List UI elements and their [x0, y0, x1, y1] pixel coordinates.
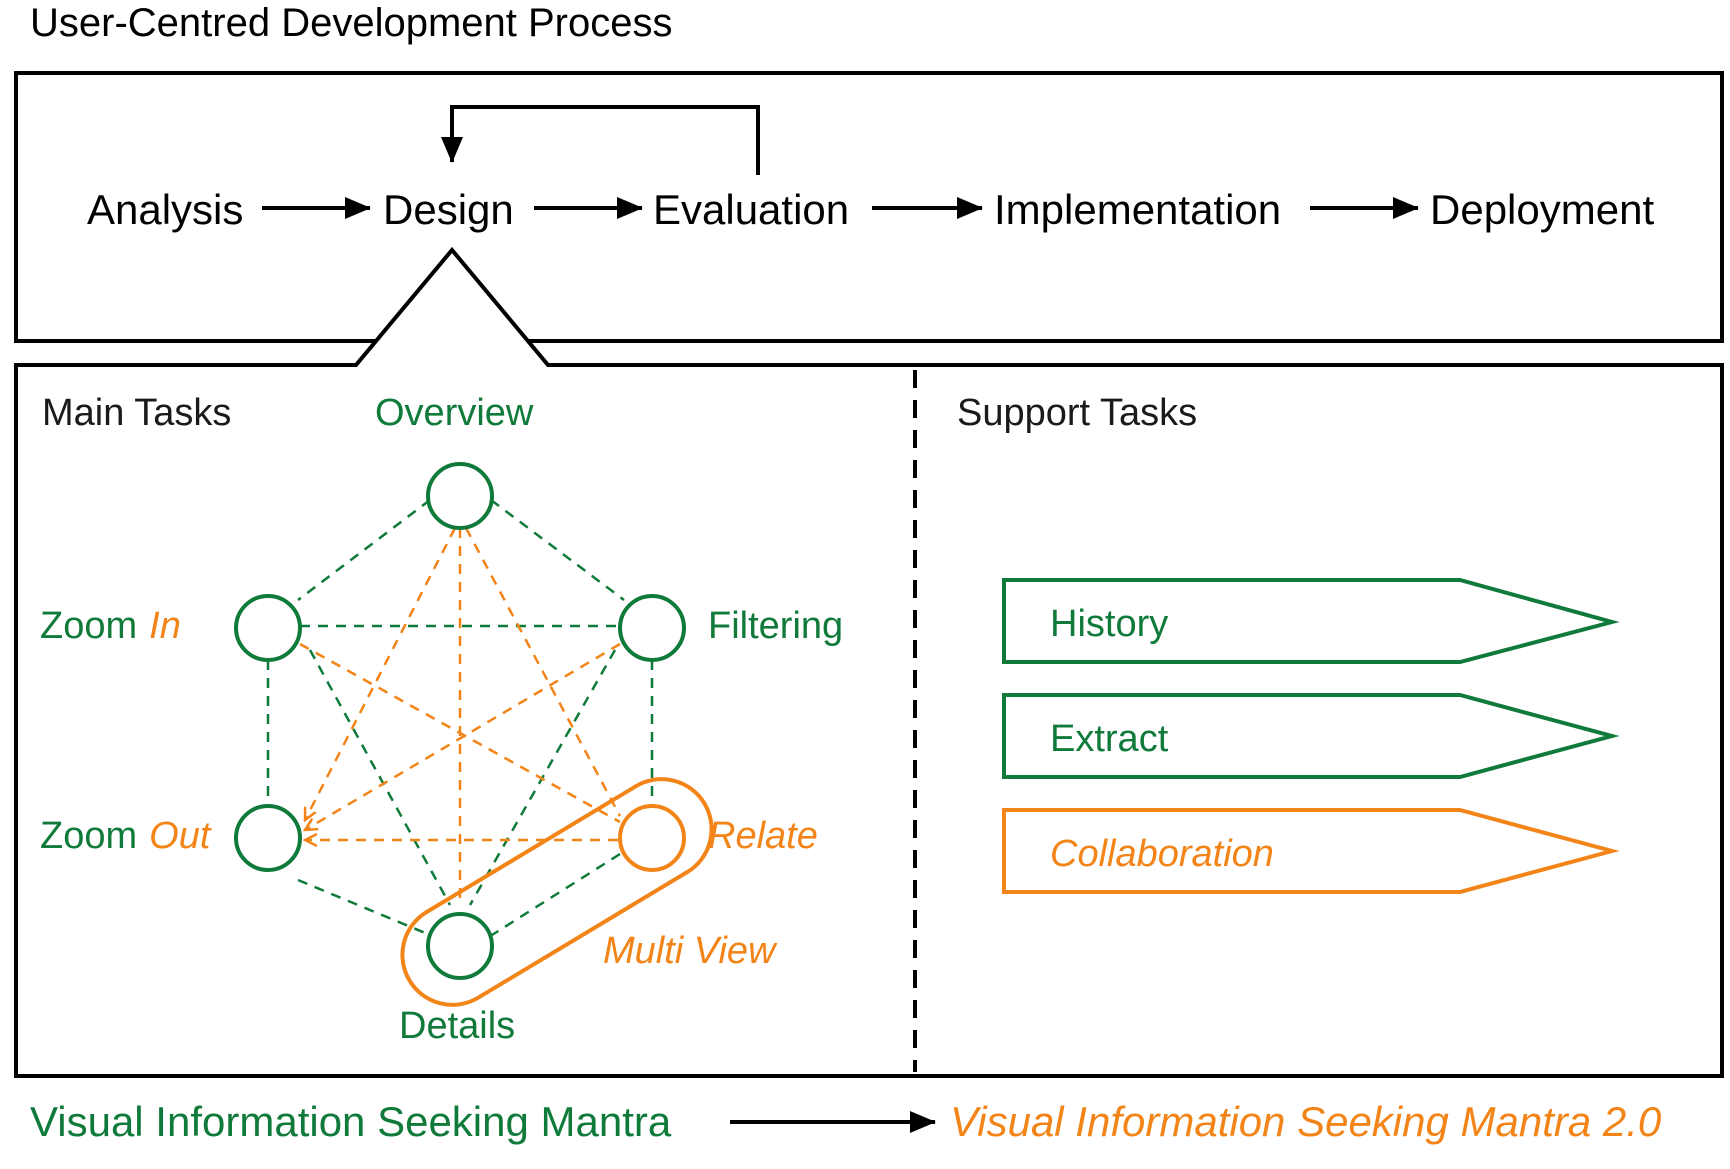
- orange-edges: [299, 527, 622, 900]
- edge-relate-details: [491, 852, 621, 937]
- edge-overview-filtering: [490, 499, 625, 601]
- task-nodes: [234, 462, 686, 980]
- edge-filtering-zoomout: [305, 642, 621, 830]
- step-design: Design: [383, 186, 514, 233]
- label-zoom-in: Zoom In: [40, 605, 181, 647]
- label-details: Details: [399, 1005, 515, 1047]
- step-implementation: Implementation: [994, 186, 1281, 233]
- extract-label: Extract: [1050, 718, 1169, 760]
- collaboration-shape: [1002, 808, 1620, 894]
- step-evaluation: Evaluation: [653, 186, 849, 233]
- support-item-collaboration: Collaboration: [1002, 808, 1620, 894]
- label-zoom-out-b: Out: [149, 815, 212, 857]
- mantra-2-0: Visual Information Seeking Mantra 2.0: [950, 1098, 1662, 1145]
- label-zoom-in-a: Zoom: [40, 605, 137, 647]
- step-analysis: Analysis: [87, 186, 243, 233]
- history-shape: [1002, 578, 1620, 664]
- main-tasks-heading: Main Tasks: [42, 392, 231, 434]
- label-filtering: Filtering: [708, 605, 843, 647]
- edge-overview-zoomin: [297, 499, 431, 601]
- edge-zoomin-relate: [299, 642, 621, 824]
- design-detail-box: [14, 246, 1724, 1078]
- history-label: History: [1050, 603, 1168, 645]
- diagram-title: User-Centred Development Process: [30, 1, 672, 45]
- edge-zoomin-details: [308, 649, 452, 906]
- feedback-arrow: [441, 105, 760, 175]
- node-overview: [426, 462, 494, 530]
- label-overview: Overview: [375, 392, 534, 434]
- step-deployment: Deployment: [1430, 186, 1654, 233]
- node-details: [426, 912, 494, 980]
- multi-view-capsule: [400, 777, 714, 1007]
- node-relate: [618, 804, 686, 872]
- label-zoom-out-a: Zoom: [40, 815, 137, 857]
- mantra-original: Visual Information Seeking Mantra: [30, 1098, 672, 1145]
- label-multi-view: Multi View: [603, 930, 778, 972]
- node-zoom-out: [234, 804, 302, 872]
- edge-zoomout-details: [297, 878, 431, 937]
- label-zoom-out: Zoom Out: [40, 815, 212, 857]
- label-zoom-in-b: In: [149, 605, 181, 647]
- process-box: [14, 71, 1724, 343]
- node-filtering: [618, 594, 686, 662]
- support-item-history: History: [1002, 578, 1620, 664]
- support-tasks-heading: Support Tasks: [957, 392, 1197, 434]
- label-relate: Relate: [708, 815, 818, 857]
- collaboration-label: Collaboration: [1050, 833, 1274, 875]
- edge-overview-zoomout: [305, 527, 457, 820]
- node-zoom-in: [234, 594, 302, 662]
- extract-shape: [1002, 693, 1620, 779]
- support-item-extract: Extract: [1002, 693, 1620, 779]
- edge-overview-relate: [464, 527, 622, 817]
